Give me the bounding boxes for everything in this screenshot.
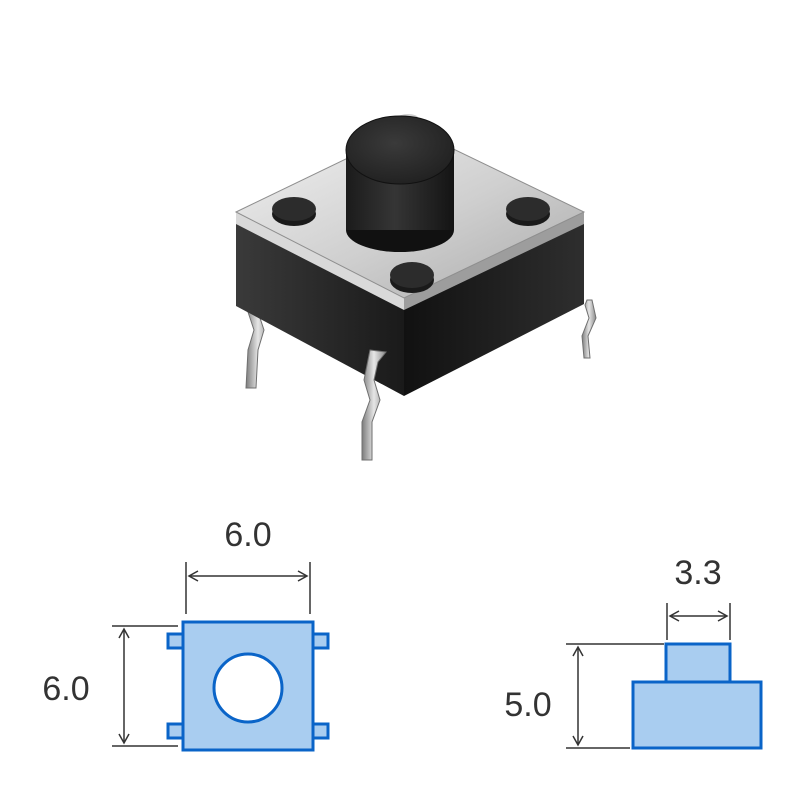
top-view-button-circle bbox=[212, 652, 284, 724]
top-view-diagram: 6.0 6.0 bbox=[42, 516, 330, 752]
switch-3d-render bbox=[234, 114, 597, 461]
stud-left bbox=[272, 197, 316, 226]
side-height-label: 5.0 bbox=[504, 686, 551, 724]
plate-edge-right bbox=[404, 212, 584, 310]
side-view-body bbox=[631, 680, 763, 750]
top-height-label: 6.0 bbox=[42, 670, 89, 708]
body-right-face bbox=[404, 222, 584, 396]
pin-back-right bbox=[581, 299, 597, 359]
side-button-width-label: 3.3 bbox=[674, 554, 721, 592]
side-view-diagram: 3.3 5.0 bbox=[504, 554, 763, 750]
stud-front bbox=[390, 262, 434, 293]
body-left-face bbox=[236, 222, 404, 396]
side-view-button bbox=[664, 642, 732, 684]
pin-front bbox=[361, 349, 387, 461]
stud-right bbox=[506, 197, 550, 226]
actuator-button bbox=[345, 115, 455, 252]
top-width-label: 6.0 bbox=[224, 516, 271, 554]
plate-edge-left bbox=[236, 212, 404, 310]
